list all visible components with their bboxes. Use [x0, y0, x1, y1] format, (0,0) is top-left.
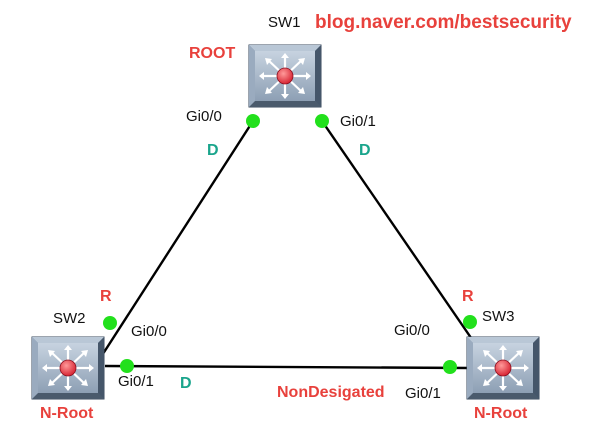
switch-role-sw2: N-Root [40, 405, 94, 422]
switch-icon [247, 43, 323, 109]
port-role-sw1-gi00: D [207, 142, 219, 159]
port-role-sw1-gi01: D [359, 142, 371, 159]
port-dot-sw1-gi00 [246, 114, 260, 128]
port-dot-sw3-gi01 [443, 360, 457, 374]
switch-sw2[interactable] [30, 335, 106, 401]
link-sw1-sw3 [321, 120, 479, 349]
port-role-sw3-gi01: NonDesigated [277, 384, 385, 401]
port-dot-sw2-gi01 [120, 359, 134, 373]
switch-icon [30, 335, 106, 401]
port-label-sw1-gi00: Gi0/0 [186, 108, 222, 125]
watermark-url: blog.naver.com/bestsecurity [315, 12, 572, 33]
port-dot-sw3-gi00 [463, 315, 477, 329]
switch-name-sw1: SW1 [268, 14, 301, 31]
port-role-sw2-gi01: D [180, 375, 192, 392]
switch-role-sw3: N-Root [474, 405, 528, 422]
switch-role-sw1: ROOT [189, 45, 235, 62]
port-dot-sw1-gi01 [315, 114, 329, 128]
switch-sw3[interactable] [465, 335, 541, 401]
port-role-sw2-gi00: R [100, 288, 112, 305]
port-label-sw2-gi01: Gi0/1 [118, 373, 154, 390]
switch-sw1[interactable] [247, 43, 323, 109]
port-label-sw2-gi00: Gi0/0 [131, 323, 167, 340]
port-dot-sw2-gi00 [103, 316, 117, 330]
port-role-sw3-gi00: R [462, 288, 474, 305]
switch-icon [465, 335, 541, 401]
port-label-sw3-gi00: Gi0/0 [394, 322, 430, 339]
switch-name-sw3: SW3 [482, 308, 515, 325]
link-sw1-sw2 [97, 120, 255, 361]
port-label-sw1-gi01: Gi0/1 [340, 113, 376, 130]
link-sw2-sw3 [104, 364, 471, 370]
port-label-sw3-gi01: Gi0/1 [405, 385, 441, 402]
switch-name-sw2: SW2 [53, 310, 86, 327]
